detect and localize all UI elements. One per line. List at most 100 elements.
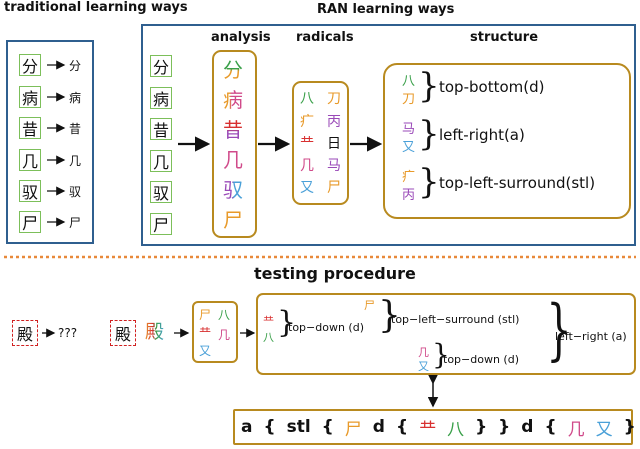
radical-right: 日 [327,136,341,152]
radical-left: 疒 [300,114,314,130]
traditional-output-char: 几 [69,154,82,168]
structure-top-radical: 八 [402,74,416,89]
structure-label: top-left-surround(stl) [439,174,596,192]
radical-right: 马 [327,158,341,174]
sequence-token: } [475,417,488,437]
tree-top-down-1: top−down (d) [288,321,364,334]
tree-left-right: left−right (a) [555,330,627,343]
brace-td2: } [432,338,450,371]
radicals-label: radicals [296,30,354,45]
test-radical-left: 龷 [199,326,212,340]
structure-label: left-right(a) [439,126,525,144]
radical-left: 八 [300,91,314,107]
ran-char-box: 昔 [150,118,172,140]
test-radical-left: 尸 [199,308,212,322]
ran-char-box: 分 [150,55,172,77]
sequence-box [233,409,633,445]
sequence-token: { [395,417,409,437]
traditional-box [6,40,94,244]
sequence-token: 八 [447,419,465,440]
ran-char-box: 病 [150,87,172,109]
ran-char-box: 驭 [150,181,172,203]
traditional-char-box: 昔 [19,117,41,139]
structure-brace: } [418,66,440,106]
structure-bottom-radical: 刀 [402,92,416,107]
traditional-arrows [47,60,66,227]
tree-box [256,293,636,375]
traditional-output-char: 驭 [69,185,82,199]
radical-left: 龷 [300,136,314,152]
sequence-token: d [372,417,385,437]
structure-brace: } [418,114,440,154]
ran-char-box: 尸 [150,213,172,235]
test-radical-right: 几 [218,328,231,342]
structure-bottom-radical: 丙 [402,188,416,203]
analysis-char: 尸 [223,208,243,232]
radical-right: 尸 [327,180,341,196]
sequence-token: 几 [567,419,585,440]
ran-char-box: 几 [150,150,172,172]
structure-bottom-radical: 又 [402,140,416,155]
analysis-char: 分 [223,58,243,82]
sequence-token: stl [286,417,311,437]
unknown-output: ??? [58,326,78,340]
sequence-token: a [241,417,253,437]
test-radicals-box [192,301,238,363]
radical-left: 几 [300,158,314,174]
traditional-output-char: 昔 [69,122,82,136]
analysis-box [212,50,257,238]
analyzed-char-box: 殿 [110,320,136,346]
traditional-output-char: 尸 [69,216,82,230]
tree-radical-ji: 几 [418,346,429,359]
radical-right: 刀 [327,91,341,107]
analysis-char: 昔 [223,118,243,142]
tree-top-down-2: top−down (d) [443,353,519,366]
analysis-char: 病 [223,88,243,112]
traditional-output-char: 分 [69,59,82,73]
analysis-char: 几 [223,148,243,172]
traditional-output-char: 病 [69,91,82,105]
sequence-token: 又 [595,419,613,440]
sequence-token: d [521,417,534,437]
test-radical-right: 八 [218,308,231,322]
ran-box [141,24,636,246]
tree-radical-gong: 龷 [263,315,274,328]
tree-radical-you: 又 [418,360,429,373]
tree-top-left-surround: top−left−surround (stl) [391,313,520,326]
tree-radical-ba: 八 [263,331,274,344]
analysis-label: analysis [211,30,271,45]
testing-title: testing procedure [254,264,416,283]
sequence-token: 龷 [419,419,437,440]
decomposed-char: 殿 [145,321,164,343]
ran-title: RAN learning ways [317,2,455,17]
sequence-token: } [623,417,636,437]
tree-radical-shi: 尸 [364,299,375,312]
sequence-token: { [321,417,334,437]
brace-td1: } [277,305,297,340]
structure-label: structure [470,30,539,45]
structure-box [383,63,631,219]
traditional-char-box: 几 [19,149,41,171]
traditional-char-box: 病 [19,86,41,108]
input-char-box: 殿 [12,320,38,346]
sequence-token: } [498,417,511,437]
brace-stl: } [378,295,401,336]
structure-top-radical: 疒 [402,170,416,185]
structure-top-radical: 马 [402,122,416,137]
radical-right: 丙 [327,114,341,130]
radical-left: 又 [300,180,314,196]
structure-label: top-bottom(d) [439,78,545,96]
structure-brace: } [418,162,440,202]
sequence-token: { [263,417,276,437]
label-sequence: a{stl{尸d{龷八}}d{几又}} [241,411,640,443]
brace-lr: } [546,291,572,368]
sequence-token: 尸 [344,419,362,440]
analysis-char: 驭 [223,178,243,202]
traditional-char-box: 尸 [19,211,41,233]
test-radical-left: 又 [199,344,212,358]
sequence-token: { [544,417,557,437]
traditional-char-box: 分 [19,54,41,76]
radicals-box [292,81,349,205]
traditional-char-box: 驭 [19,180,41,202]
